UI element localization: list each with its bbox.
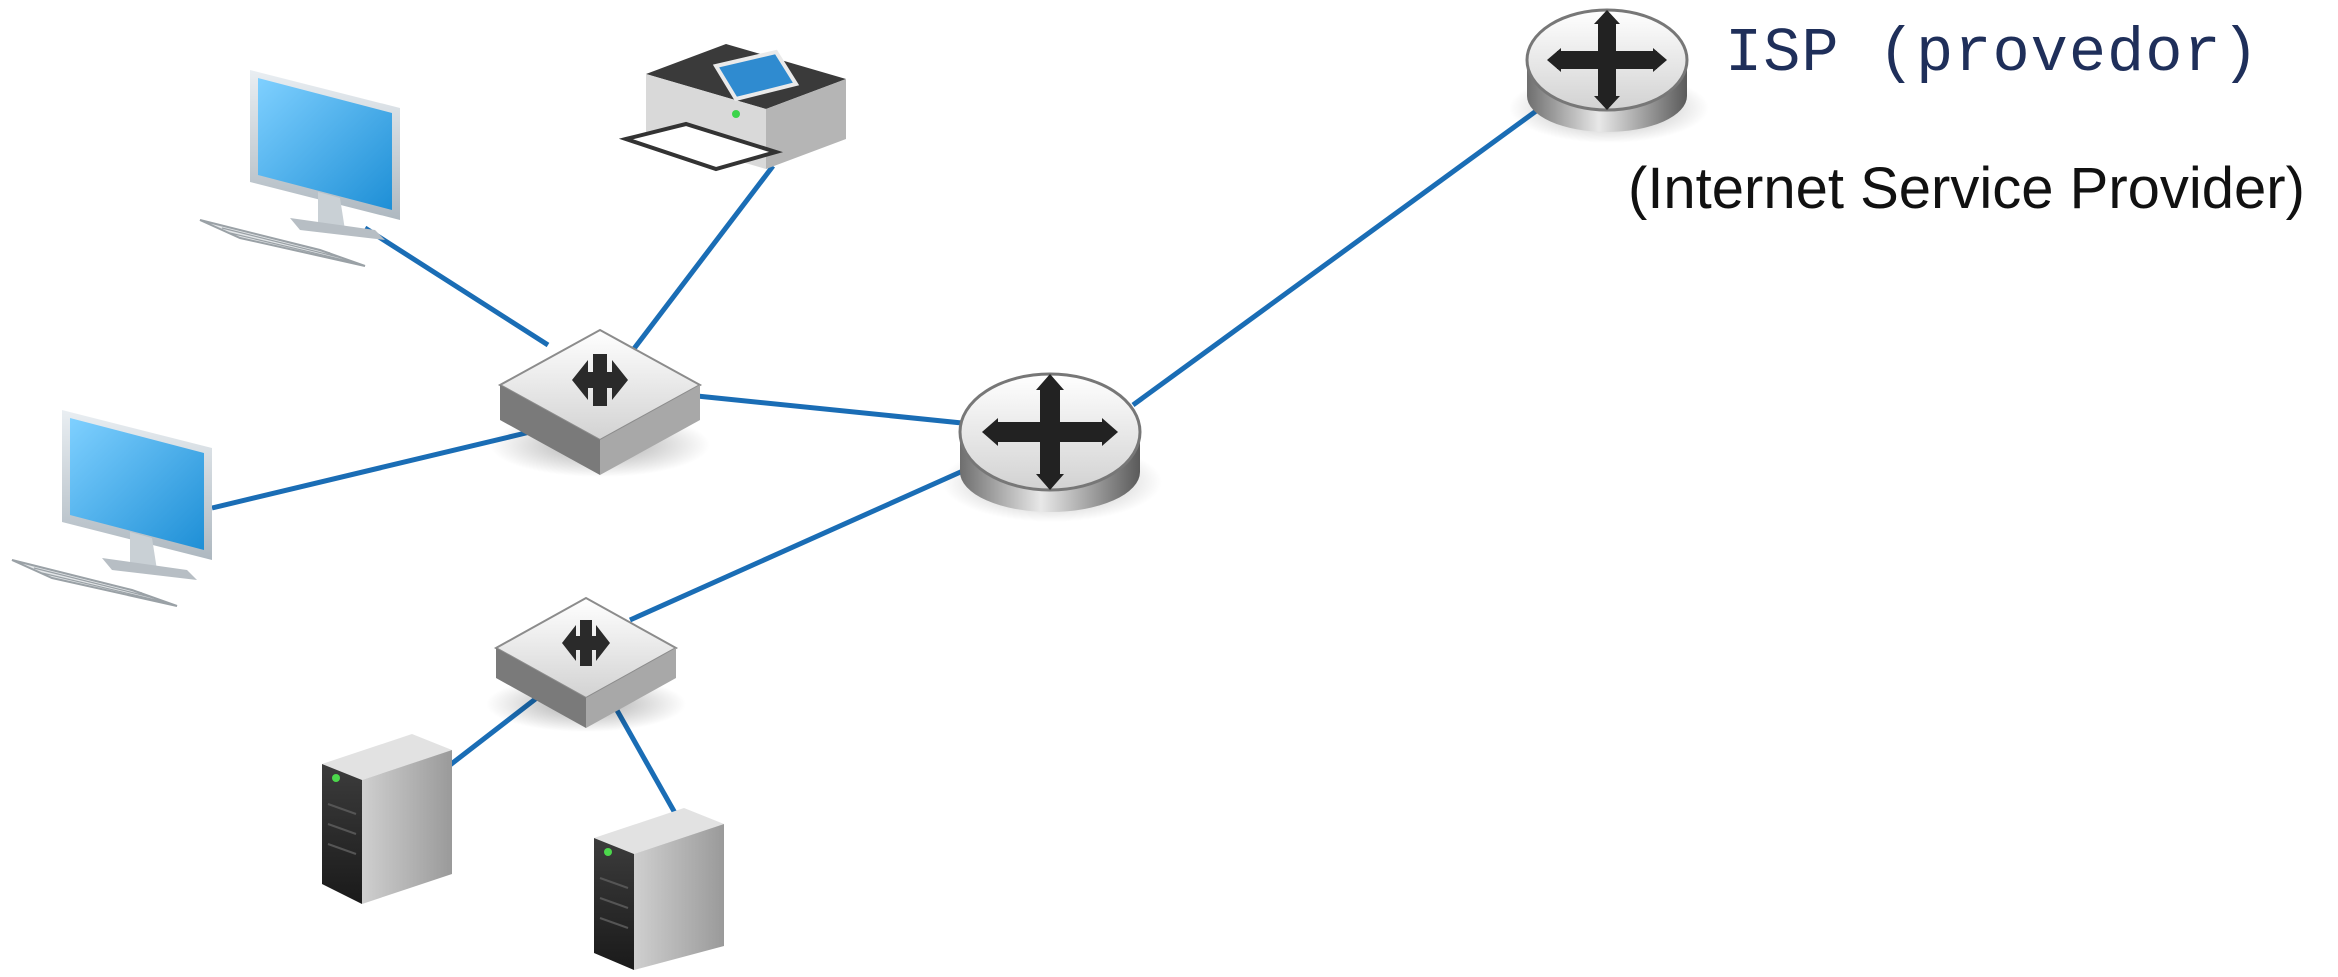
server-icon <box>594 808 724 970</box>
printer-icon <box>618 44 846 172</box>
isp-title-label: ISP (provedor) <box>1725 18 2260 89</box>
switch-icon <box>486 596 686 732</box>
router-icon <box>942 372 1162 522</box>
links <box>211 103 1545 815</box>
desktop-computer-icon <box>11 410 212 607</box>
link-switch2-router <box>628 467 967 623</box>
isp-subtitle-label: (Internet Service Provider) <box>1628 156 2305 221</box>
link-desktop1-switch1 <box>363 225 550 348</box>
link-router-isp <box>1131 103 1545 408</box>
link-printer-switch1 <box>631 164 775 352</box>
server-icon <box>322 734 452 904</box>
switch-icon <box>490 328 710 477</box>
desktop-computer-icon <box>199 70 400 267</box>
link-switch1-router <box>696 393 963 426</box>
link-desktop2-switch1 <box>211 429 531 511</box>
router-icon <box>1509 8 1709 143</box>
